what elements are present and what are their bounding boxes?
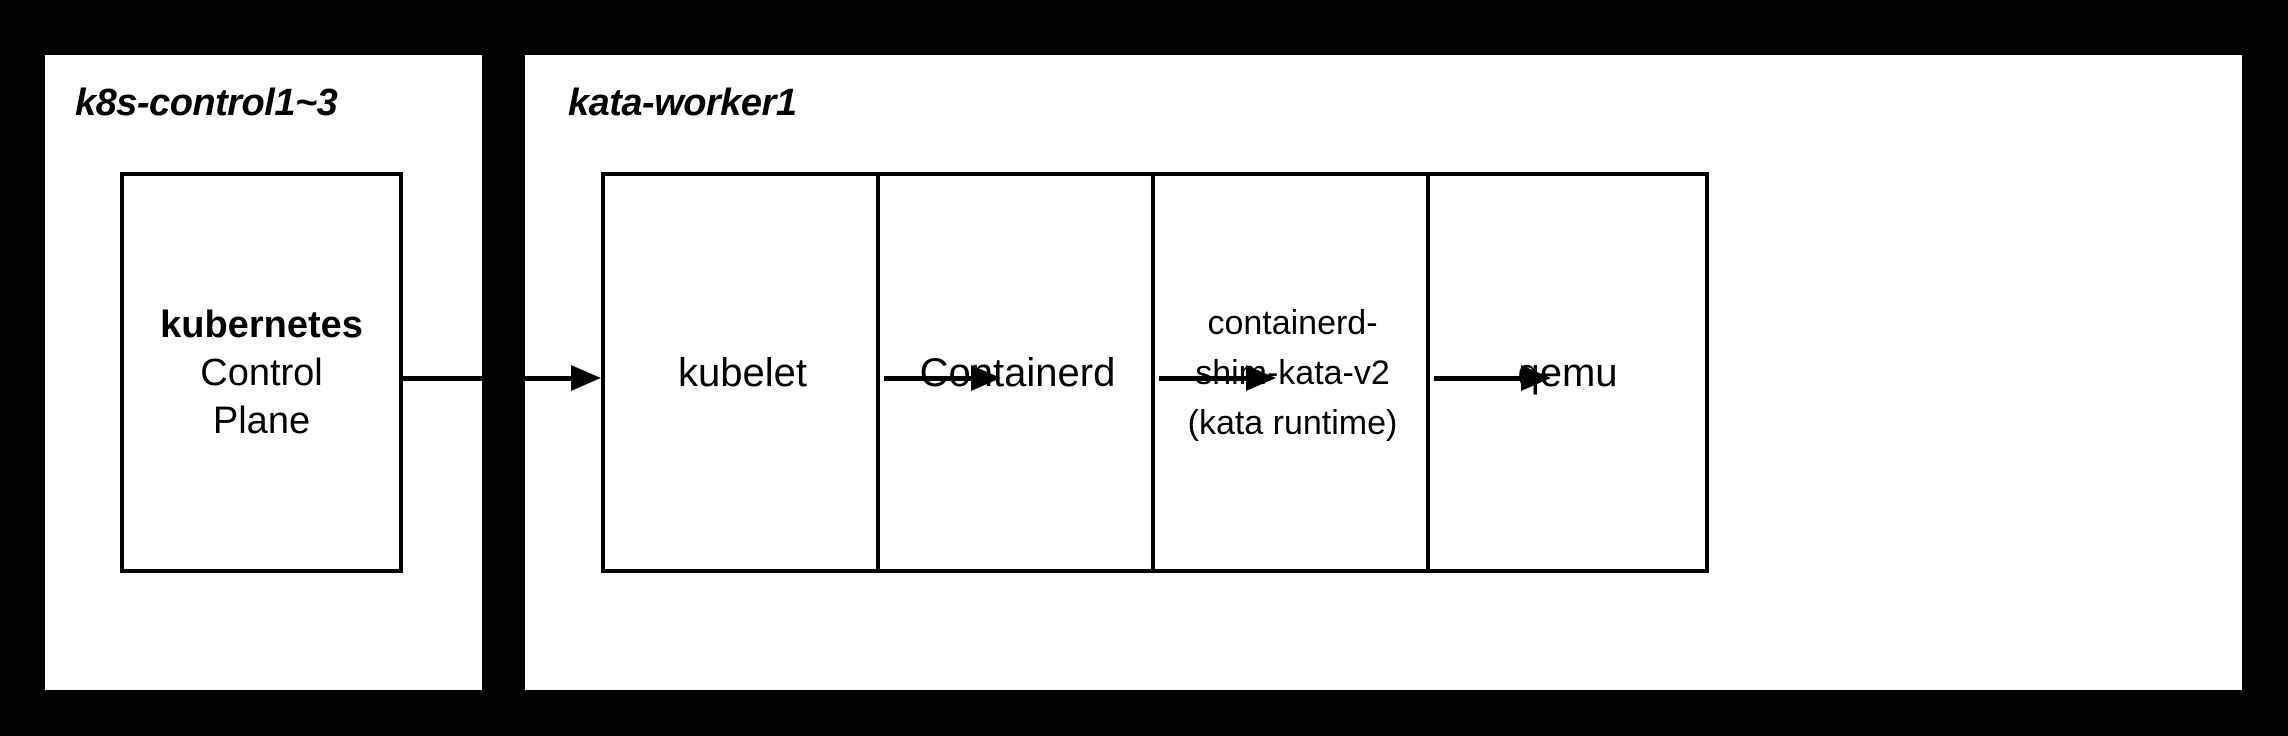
component-label-containerd: Containerd [914, 347, 1122, 399]
host-panel-kata-worker: kata-worker1 kubelet Containerd containe… [525, 55, 2242, 690]
component-box-kata-shim: containerd- shim-kata-v2 (kata runtime) [1151, 172, 1434, 573]
component-label-kata-shim-line-3: (kata runtime) [1187, 403, 1398, 442]
component-label-kubelet: kubelet [672, 347, 813, 399]
component-label-containerd-line-1: Containerd [919, 350, 1116, 395]
component-box-qemu: qemu [1426, 172, 1709, 573]
component-label-qemu-line-1: qemu [1517, 350, 1618, 395]
component-label-qemu: qemu [1511, 347, 1623, 399]
component-label-control-plane-line-2: Control [200, 351, 323, 394]
component-label-kata-shim: containerd- shim-kata-v2 (kata runtime) [1182, 298, 1404, 448]
component-label-kubelet-line-1: kubelet [678, 350, 807, 395]
component-box-kubelet: kubelet [601, 172, 884, 573]
component-label-control-plane-line-3: Plane [212, 399, 311, 442]
component-label-kata-shim-line-1: containerd- [1207, 303, 1378, 342]
component-label-kata-shim-line-2: shim-kata-v2 [1195, 353, 1390, 392]
host-panel-k8s-control: k8s-control1~3 kubernetes Control Plane [45, 55, 482, 690]
component-box-containerd: Containerd [876, 172, 1159, 573]
component-label-control-plane-line-1: kubernetes [160, 303, 363, 346]
component-box-control-plane: kubernetes Control Plane [120, 172, 403, 573]
host-label-kata-worker: kata-worker1 [568, 82, 797, 124]
component-label-control-plane: kubernetes Control Plane [154, 301, 369, 445]
host-label-k8s-control: k8s-control1~3 [75, 82, 338, 124]
